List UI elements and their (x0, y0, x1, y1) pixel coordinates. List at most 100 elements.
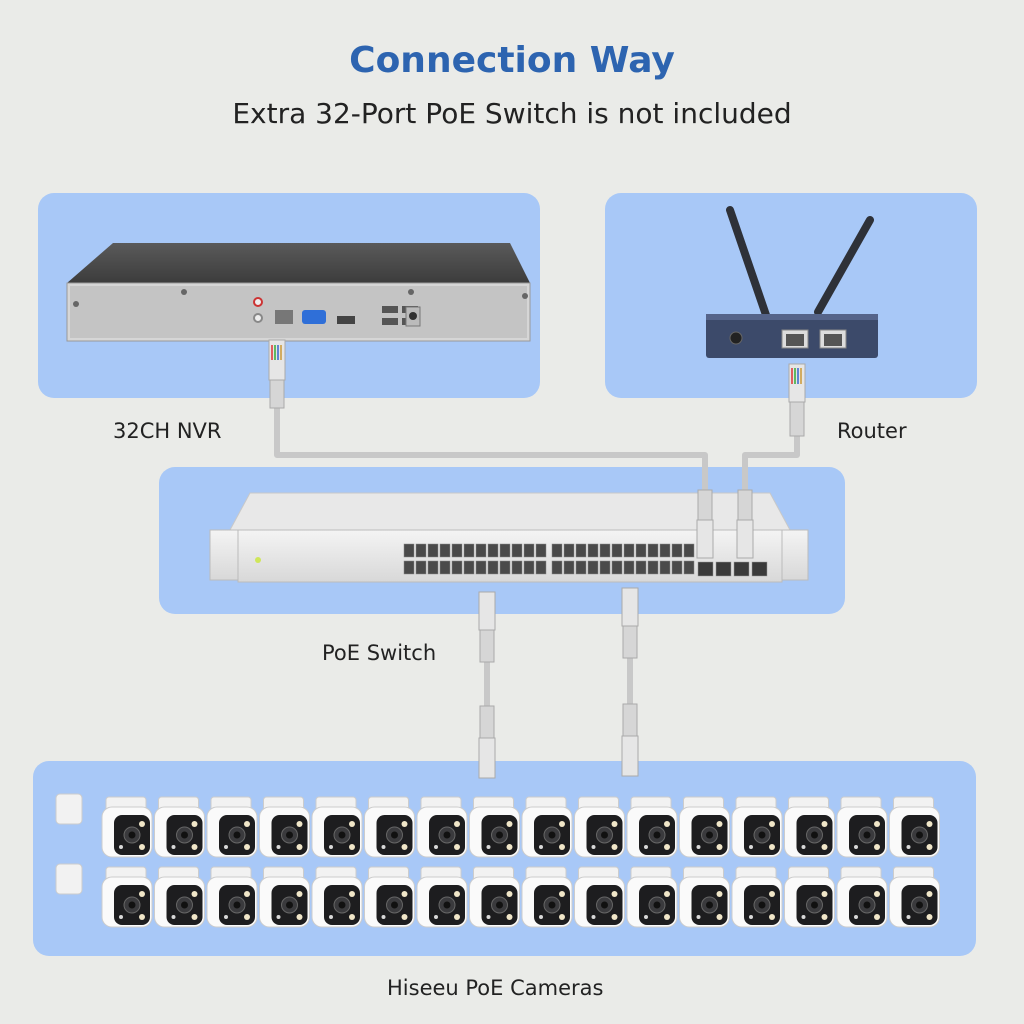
poe-camera (101, 866, 153, 928)
switch-port (563, 543, 575, 558)
router-antenna-right (814, 216, 874, 316)
poe-camera (574, 796, 625, 858)
poe-switch-device (209, 492, 809, 583)
nvr-lan-port (275, 310, 293, 324)
poe-camera (836, 796, 888, 858)
switch-port (415, 560, 427, 575)
switch-port (451, 543, 463, 558)
switch-cable-plugs-top (696, 489, 754, 559)
switch-port (403, 560, 415, 575)
switch-label: PoE Switch (322, 641, 437, 665)
poe-camera (784, 866, 835, 928)
switch-port (535, 560, 547, 575)
switch-port (439, 560, 451, 575)
cable-nvr-to-switch (274, 405, 708, 492)
switch-uplink-port (733, 561, 750, 577)
camera-cable-plugs (478, 703, 639, 779)
switch-port (523, 543, 535, 558)
nvr-top-surface (67, 243, 530, 283)
switch-port (611, 543, 623, 558)
router-antenna-left (726, 206, 770, 319)
switch-rack-ear-left (209, 529, 241, 581)
nvr-vga-port (302, 310, 326, 324)
switch-port (659, 543, 671, 558)
poe-camera (626, 796, 678, 858)
switch-port (671, 543, 683, 558)
poe-camera (311, 866, 363, 928)
camera-mount-bracket (55, 793, 83, 825)
switch-port (499, 560, 511, 575)
router-cable-plug (788, 363, 806, 437)
switch-port (511, 543, 523, 558)
switch-port (439, 543, 451, 558)
switch-port (415, 543, 427, 558)
poe-camera (836, 866, 888, 928)
nvr-usb-ports (382, 306, 398, 313)
switch-port (403, 543, 415, 558)
switch-port (463, 560, 475, 575)
poe-camera (259, 866, 310, 928)
switch-port (647, 543, 659, 558)
switch-port (599, 560, 611, 575)
poe-camera (259, 796, 310, 858)
switch-port (575, 543, 587, 558)
switch-port (587, 543, 599, 558)
switch-port (487, 543, 499, 558)
switch-port (451, 560, 463, 575)
switch-port (487, 560, 499, 575)
switch-uplink-port (751, 561, 768, 577)
switch-port (659, 560, 671, 575)
switch-port (563, 560, 575, 575)
poe-camera (101, 796, 153, 858)
poe-camera (311, 796, 363, 858)
nvr-cable-plug (268, 339, 286, 409)
switch-uplink-port (715, 561, 732, 577)
switch-port (683, 560, 695, 575)
switch-rack-ear-right (779, 529, 809, 581)
poe-camera (364, 866, 415, 928)
poe-camera (364, 796, 415, 858)
switch-port-groups (403, 543, 768, 577)
nvr-device (66, 243, 531, 342)
router-device (706, 206, 878, 358)
switch-port (427, 543, 439, 558)
diagram-title: Connection Way (349, 40, 675, 81)
poe-camera (469, 796, 520, 858)
poe-camera (784, 796, 835, 858)
switch-port (635, 543, 647, 558)
switch-port (623, 560, 635, 575)
cameras-label: Hiseeu PoE Cameras (387, 976, 604, 1000)
nvr-hdmi-port (337, 316, 355, 324)
switch-port (575, 560, 587, 575)
poe-camera (521, 866, 573, 928)
switch-port (647, 560, 659, 575)
switch-uplink-port (697, 561, 714, 577)
poe-camera (416, 866, 468, 928)
cameras-array (55, 793, 940, 928)
poe-camera (889, 866, 940, 928)
poe-camera (574, 866, 625, 928)
switch-port (611, 560, 623, 575)
poe-camera (679, 796, 730, 858)
diagram-subtitle: Extra 32-Port PoE Switch is not included (232, 97, 792, 130)
switch-port (475, 560, 487, 575)
switch-port (551, 543, 563, 558)
switch-port (623, 543, 635, 558)
cable-router-to-switch (742, 435, 800, 492)
cable-lines (274, 405, 800, 708)
switch-port (463, 543, 475, 558)
poe-camera (416, 796, 468, 858)
poe-camera (469, 866, 520, 928)
switch-port (587, 560, 599, 575)
switch-port (535, 543, 547, 558)
poe-camera (626, 866, 678, 928)
poe-camera (206, 866, 258, 928)
poe-camera (679, 866, 730, 928)
switch-port (511, 560, 523, 575)
router-label: Router (837, 419, 907, 443)
poe-camera (154, 866, 205, 928)
poe-camera (731, 866, 783, 928)
nvr-label: 32CH NVR (113, 419, 222, 443)
poe-camera (889, 796, 940, 858)
